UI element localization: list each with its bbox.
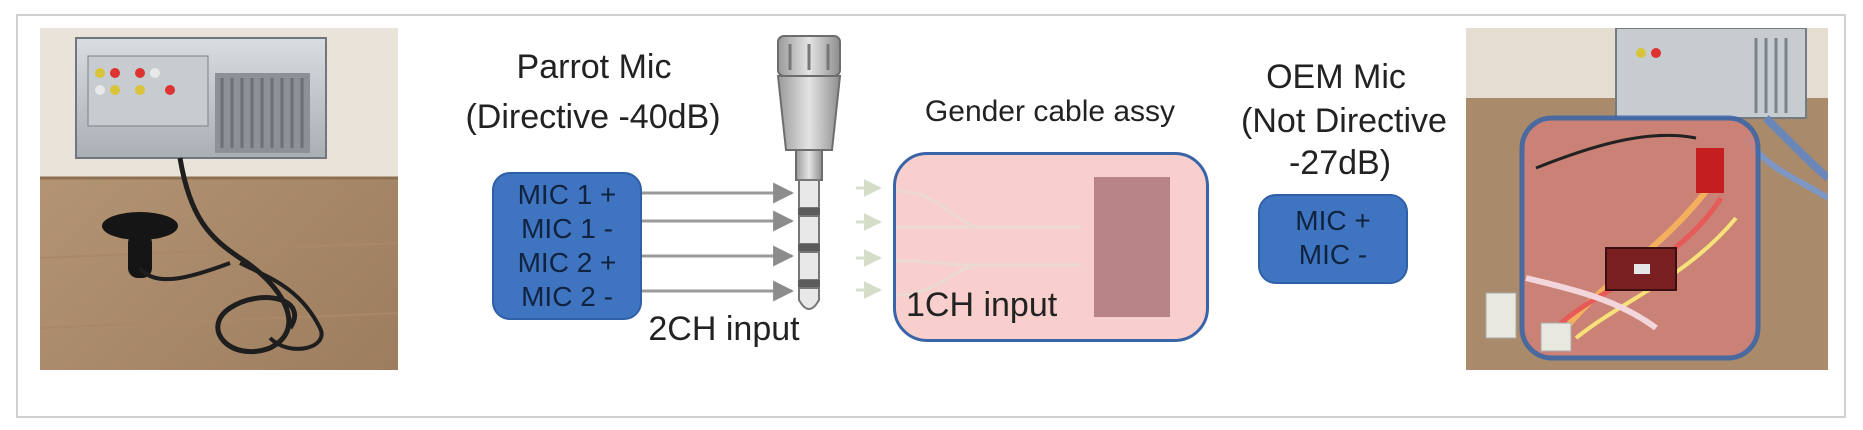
parrot-pin-mic1-minus: MIC 1 - (521, 213, 613, 244)
parrot-pin-mic2-minus: MIC 2 - (521, 281, 613, 312)
parrot-pin-mic1-plus: MIC 1 + (517, 179, 617, 210)
parrot-mic-title: Parrot Mic (516, 48, 672, 86)
parrot-mic-pin-box: MIC 1 + MIC 1 - MIC 2 + MIC 2 - (492, 172, 642, 320)
left-photo-headunit-parrot-mic (40, 28, 398, 370)
parrot-pin-mic2-plus: MIC 2 + (517, 247, 617, 278)
parrot-input-label: 2CH input (648, 310, 800, 348)
oem-mic-pin-box: MIC + MIC - (1258, 194, 1408, 284)
oem-mic-title: OEM Mic (1266, 58, 1406, 96)
jack-plug-icon (776, 35, 842, 310)
gender-cable-title: Gender cable assy (924, 95, 1176, 128)
oem-pin-mic-minus: MIC - (1298, 239, 1368, 270)
pin-arrows (642, 182, 795, 302)
parrot-mic-subtitle: (Directive -40dB) (465, 98, 721, 136)
gender-cable-box (893, 152, 1209, 342)
gender-cable-module (1094, 177, 1170, 317)
oem-mic-subtitle-line2: -27dB) (1288, 144, 1392, 182)
oem-mic-subtitle-line1: (Not Directive (1241, 102, 1447, 140)
gender-input-label: 1CH input (906, 286, 1058, 324)
oem-pin-mic-plus: MIC + (1295, 205, 1371, 236)
right-photo-headunit-gender-cable (1466, 28, 1828, 370)
